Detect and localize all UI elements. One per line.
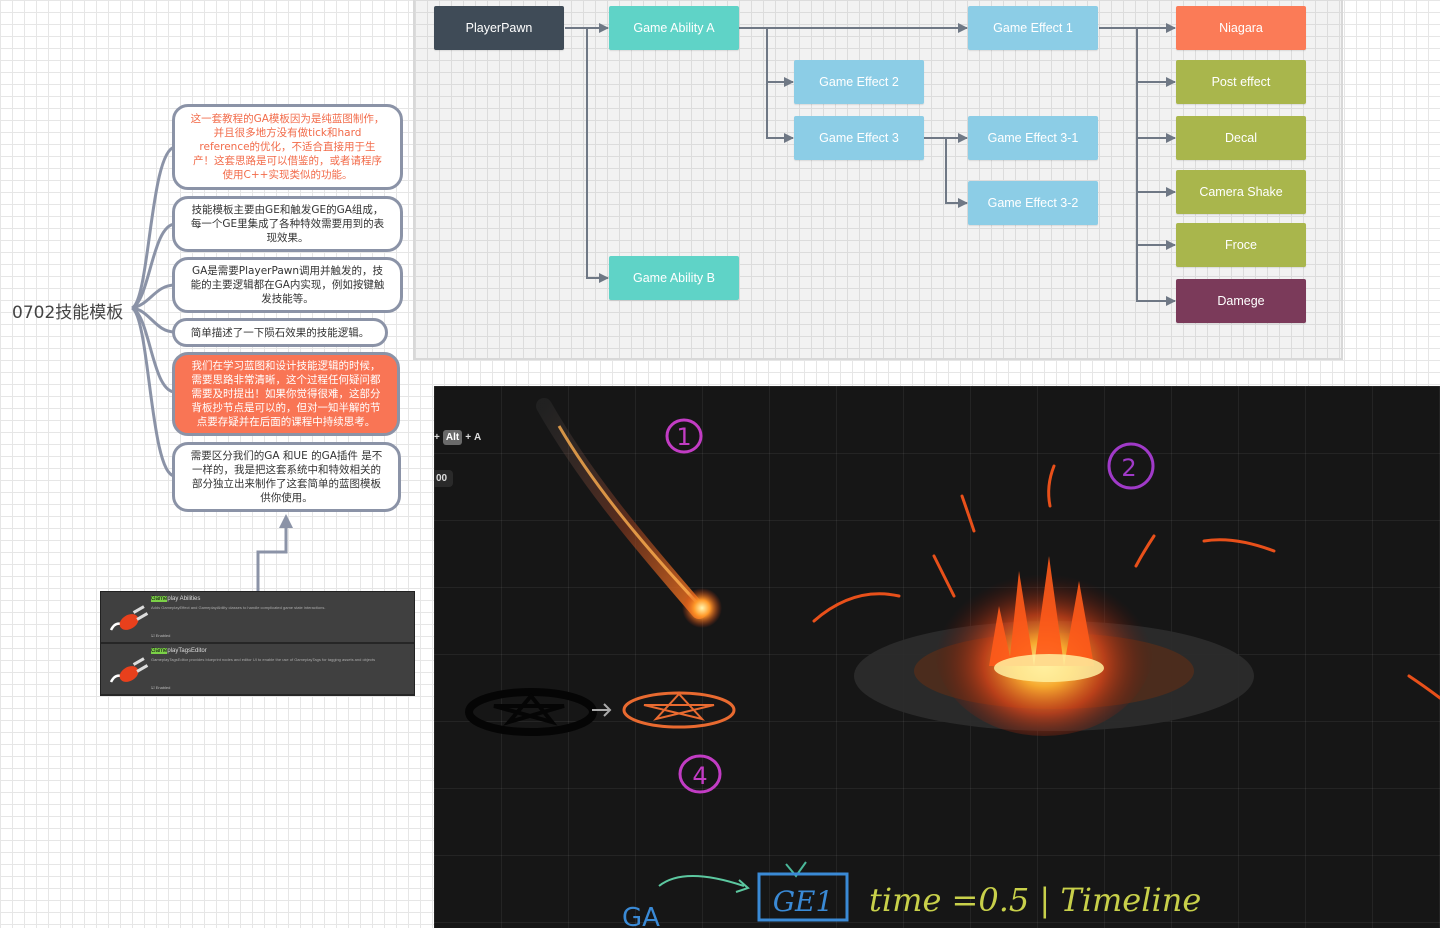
plugin-row-gameplay-tags-editor: GameplayTagsEditor GameplayTagsEditor pr… bbox=[101, 644, 414, 696]
mindmap-node-ga-difference[interactable]: 需要区分我们的GA 和UE 的GA插件 是不一样的，我是把这套系统中和特效相关的… bbox=[172, 442, 401, 512]
mark-1-label: 1 bbox=[676, 423, 691, 451]
flow-node-post-effect[interactable]: Post effect bbox=[1176, 60, 1306, 104]
note-ga: GA bbox=[622, 903, 660, 928]
note-ge1-box bbox=[757, 872, 849, 922]
flow-node-effect-3-1[interactable]: Game Effect 3-1 bbox=[968, 116, 1098, 160]
flow-node-froce[interactable]: Froce bbox=[1176, 223, 1306, 267]
flow-node-effect-2[interactable]: Game Effect 2 bbox=[794, 60, 924, 104]
shortcut-hint: + Alt + A bbox=[434, 430, 482, 445]
dark-magic-circle bbox=[465, 688, 597, 736]
mindmap-node-text: 我们在学习蓝图和设计技能逻辑的时候，需要思路非常清晰，这个过程任何疑问都需要及时… bbox=[191, 360, 381, 428]
note-ge1: GE1 bbox=[773, 885, 834, 918]
mark-4-label: 4 bbox=[692, 762, 707, 790]
flow-node-ability-a[interactable]: Game Ability A bbox=[609, 6, 739, 50]
meteor-head bbox=[682, 588, 722, 628]
plugin-list-image: Gameplay Abilities Adds GameplayEffect a… bbox=[100, 591, 415, 696]
flow-node-decal[interactable]: Decal bbox=[1176, 116, 1306, 160]
note-time-timeline: time =0.5 | Timeline bbox=[869, 881, 1201, 919]
mindmap-node-text: 技能模板主要由GE和触发GE的GA组成，每一个GE里集成了各种特效需要用到的表现… bbox=[190, 204, 385, 244]
mindmap-node-warning[interactable]: 这一套教程的GA模板因为是纯蓝图制作，并且很多地方没有做tick和hard re… bbox=[172, 104, 403, 190]
counter-badge: 00 bbox=[434, 470, 454, 487]
mindmap-node-text: 需要区分我们的GA 和UE 的GA插件 是不一样的，我是把这套系统中和特效相关的… bbox=[190, 450, 383, 504]
mindmap-node-text: 这一套教程的GA模板因为是纯蓝图制作，并且很多地方没有做tick和hard re… bbox=[190, 113, 385, 181]
meteor-trail bbox=[536, 398, 707, 619]
alt-key: Alt bbox=[442, 430, 463, 445]
flow-node-ability-b[interactable]: Game Ability B bbox=[609, 256, 739, 300]
mindmap-root-title[interactable]: 0702技能模板 bbox=[12, 303, 124, 323]
plug-icon bbox=[109, 605, 149, 631]
flow-node-effect-3[interactable]: Game Effect 3 bbox=[794, 116, 924, 160]
plugin-row-gameplay-abilities: Gameplay Abilities Adds GameplayEffect a… bbox=[101, 592, 414, 644]
mindmap-node-study-tip[interactable]: 我们在学习蓝图和设计技能逻辑的时候，需要思路非常清晰，这个过程任何疑问都需要及时… bbox=[172, 352, 400, 436]
mindmap-node-meteor-logic[interactable]: 简单描述了一下陨石效果的技能逻辑。 bbox=[172, 318, 388, 347]
mindmap-node-ga-trigger[interactable]: GA是需要PlayerPawn调用并触发的，技能的主要逻辑都在GA内实现，例如按… bbox=[172, 257, 403, 313]
flow-node-effect-3-2[interactable]: Game Effect 3-2 bbox=[968, 181, 1098, 225]
mark-2-label: 2 bbox=[1121, 454, 1136, 482]
mindmap-node-text: GA是需要PlayerPawn调用并触发的，技能的主要逻辑都在GA内实现，例如按… bbox=[190, 265, 385, 305]
flow-node-player-pawn[interactable]: PlayerPawn bbox=[434, 6, 564, 50]
vfx-sketch-artwork: 1 2 4 GA GE1 time =0.5 | Timeline bbox=[465, 398, 1440, 928]
mindmap-node-template-structure[interactable]: 技能模板主要由GE和触发GE的GA组成，每一个GE里集成了各种特效需要用到的表现… bbox=[172, 196, 403, 252]
mindmap-node-text: 简单描述了一下陨石效果的技能逻辑。 bbox=[190, 326, 370, 339]
a-key: A bbox=[474, 432, 482, 443]
flow-node-camera-shake[interactable]: Camera Shake bbox=[1176, 170, 1306, 214]
vfx-sketch-canvas[interactable]: 1 2 4 GA GE1 time =0.5 | Timeline + Alt … bbox=[434, 386, 1440, 928]
plug-icon bbox=[109, 657, 149, 683]
flow-node-niagara[interactable]: Niagara bbox=[1176, 6, 1306, 50]
glowing-magic-circle bbox=[622, 691, 736, 729]
flow-node-effect-1[interactable]: Game Effect 1 bbox=[968, 6, 1098, 50]
flow-node-damege[interactable]: Damege bbox=[1176, 279, 1306, 323]
